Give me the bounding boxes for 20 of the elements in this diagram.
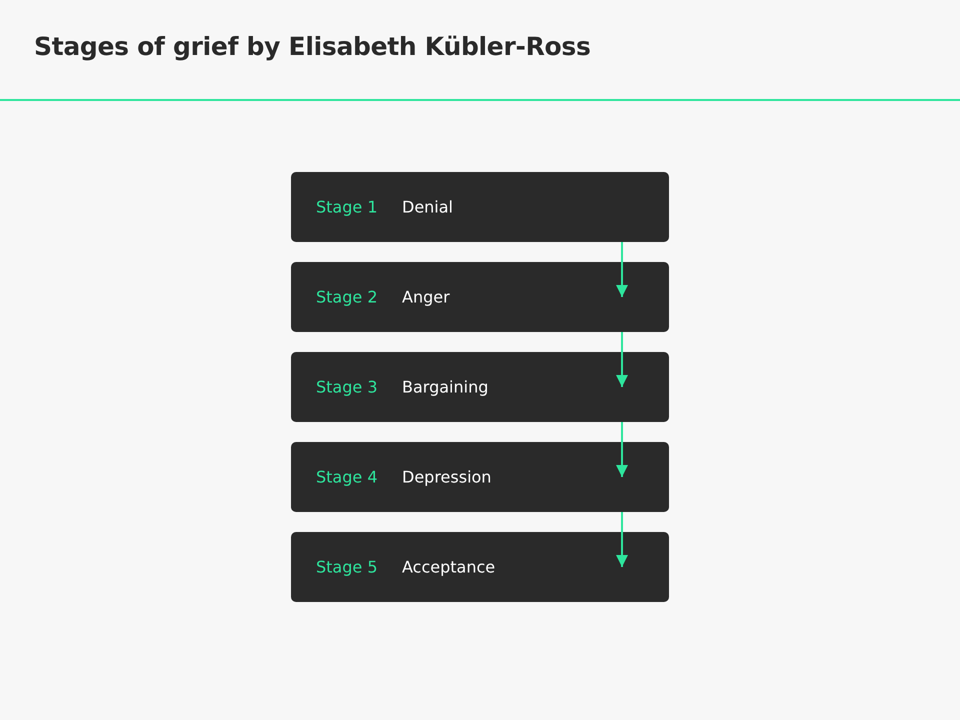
title: Stages of grief by Elisabeth Kübler-Ross (34, 32, 591, 61)
stage-box (291, 442, 669, 512)
stage-name: Denial (402, 198, 453, 216)
stage-number: Stage 1 (316, 198, 378, 216)
stage-name: Acceptance (402, 558, 496, 576)
stage-name: Depression (402, 468, 492, 486)
stage-name: Bargaining (402, 378, 488, 396)
arrow (616, 512, 628, 567)
stage-box (291, 172, 669, 242)
stage-number: Stage 5 (316, 558, 378, 576)
arrow (616, 422, 628, 477)
stage-name: Anger (402, 288, 450, 306)
stage-box (291, 262, 669, 332)
stage-number: Stage 2 (316, 288, 378, 306)
arrow (616, 332, 628, 387)
stage-number: Stage 3 (316, 378, 378, 396)
stage-number: Stage 4 (316, 468, 378, 486)
arrow (616, 242, 628, 297)
stage-box (291, 352, 669, 422)
stage-box (291, 532, 669, 602)
